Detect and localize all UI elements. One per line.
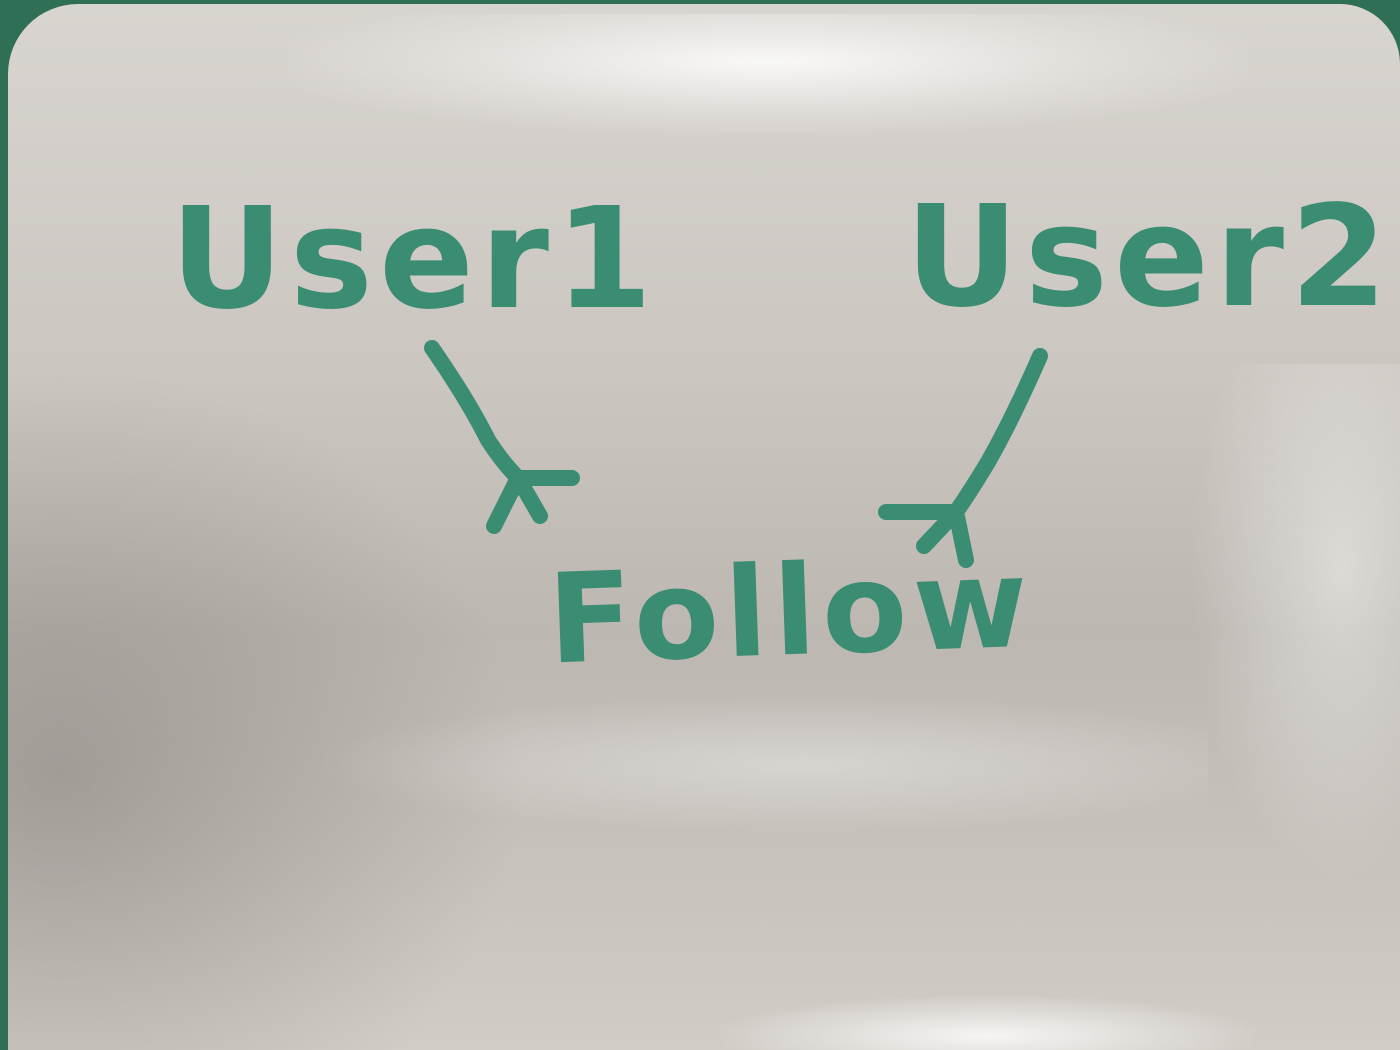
edge-user1-follow xyxy=(424,340,580,534)
light-glare-right xyxy=(1188,364,1400,884)
edge-user2-follow-line xyxy=(948,348,1048,520)
node-user1-label: User1 xyxy=(170,178,659,341)
node-follow-label: Follow xyxy=(545,531,1036,693)
edge-user2-follow xyxy=(878,348,1048,568)
edge-user2-follow-crowfoot-right xyxy=(948,504,974,568)
node-user2-label: User2 xyxy=(905,176,1394,339)
light-glare-middle xyxy=(308,694,1208,834)
shadow xyxy=(8,364,528,1050)
edge-user1-follow-line xyxy=(424,340,526,486)
whiteboard xyxy=(8,4,1400,1050)
light-glare-top xyxy=(288,14,1248,134)
light-glare-bottom xyxy=(708,994,1268,1050)
